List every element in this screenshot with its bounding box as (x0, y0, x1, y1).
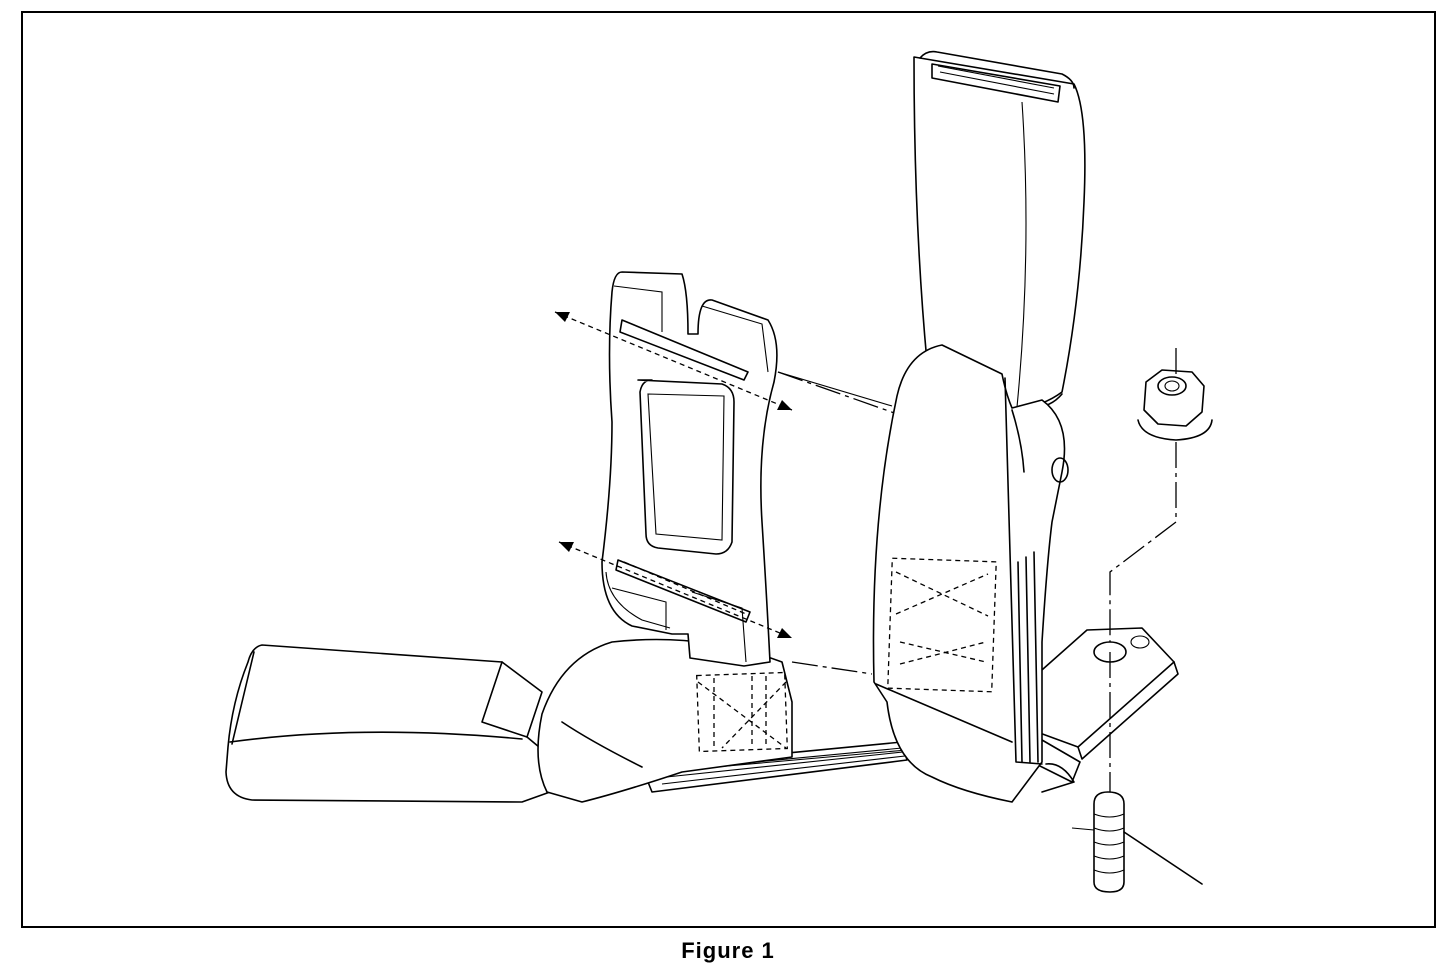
strap-connector (537, 638, 793, 803)
seat-belt-buckle-illustration (225, 50, 1213, 893)
latch-tongue (225, 644, 558, 803)
buckle-housing (913, 50, 1086, 411)
flange-nut (1109, 348, 1213, 642)
webbing-strap (641, 741, 908, 793)
buckle-base-sleeve (872, 344, 1075, 803)
sleeve-retainer-clip (601, 271, 778, 667)
anchor-bracket (1031, 627, 1179, 783)
figure-caption: Figure 1 (681, 938, 775, 963)
threaded-stud (1071, 652, 1203, 893)
assembly-arrows (554, 311, 793, 639)
figure-frame (21, 11, 1436, 928)
